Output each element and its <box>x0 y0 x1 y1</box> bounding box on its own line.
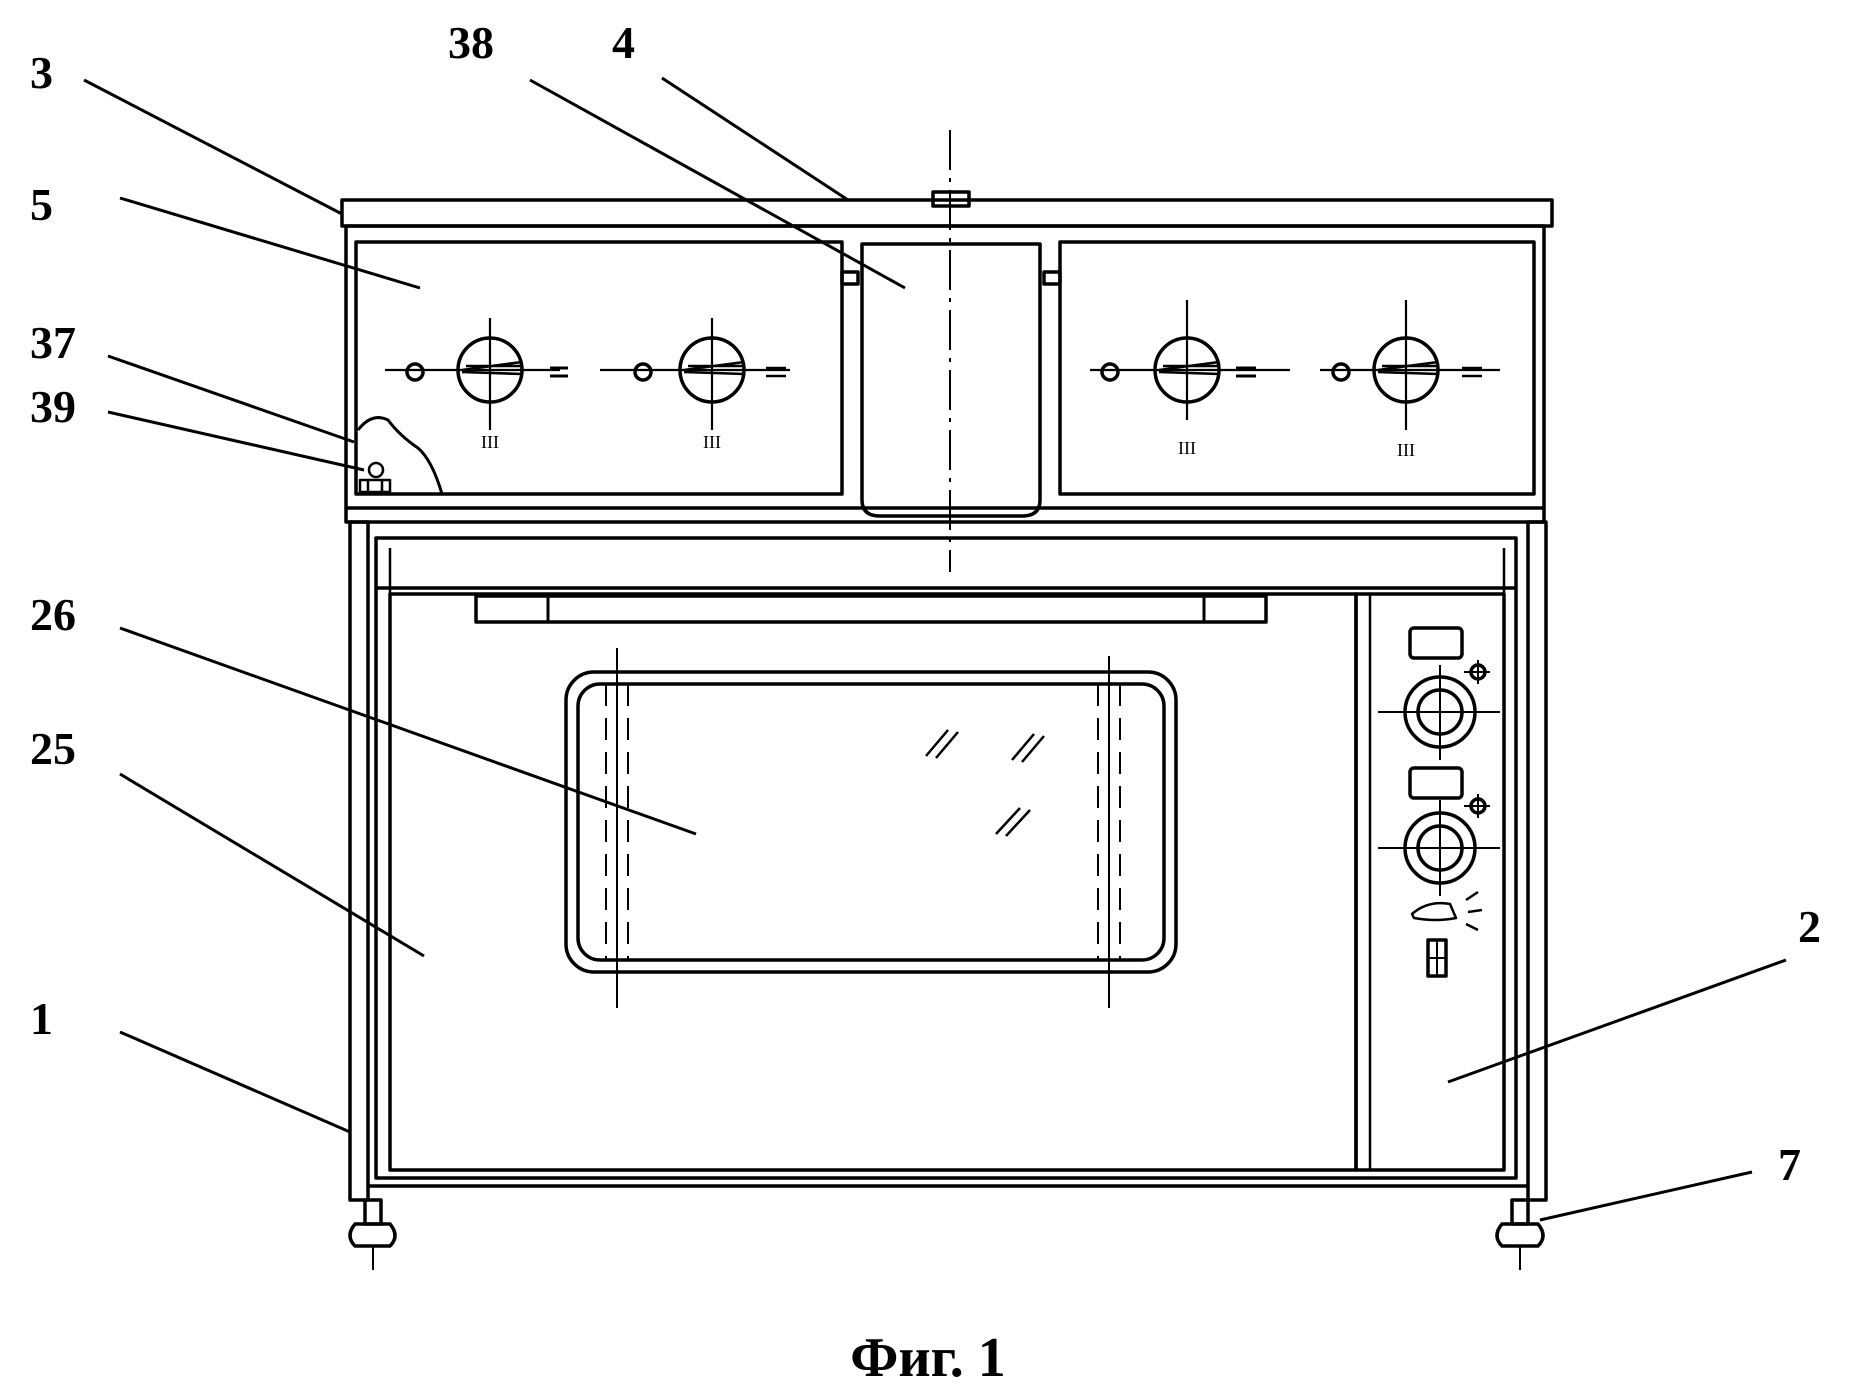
leader-25 <box>120 774 424 956</box>
oven-knob-2 <box>1378 800 1500 896</box>
hob-top-plate <box>342 200 1552 226</box>
label-2: 2 <box>1798 901 1821 952</box>
part-39 <box>360 463 390 492</box>
frame <box>350 522 1546 1270</box>
label-38: 38 <box>448 17 494 68</box>
label-1: 1 <box>30 993 53 1044</box>
left-foot-stem <box>365 1200 381 1224</box>
knob-1-mark: III <box>481 432 499 452</box>
label-25: 25 <box>30 723 76 774</box>
right-foot <box>1497 1224 1543 1246</box>
label-7: 7 <box>1778 1139 1801 1190</box>
oven-door <box>390 594 1356 1170</box>
leader-lines <box>84 78 1786 1220</box>
label-3: 3 <box>30 47 53 98</box>
hob <box>342 192 1552 522</box>
label-26: 26 <box>30 589 76 640</box>
hob-body <box>346 226 1544 522</box>
leader-39 <box>108 412 364 470</box>
leader-38 <box>530 80 905 288</box>
leader-2 <box>1448 960 1786 1082</box>
leader-26 <box>120 628 696 834</box>
left-foot <box>350 1224 395 1246</box>
knob-3-mark: III <box>1178 438 1196 458</box>
label-4: 4 <box>612 17 635 68</box>
igniter-button <box>1412 892 1482 930</box>
figure-caption: Фиг. 1 <box>850 1327 1005 1389</box>
indicator-1 <box>1410 628 1462 658</box>
left-connector <box>842 272 858 284</box>
knob-2-mark: III <box>703 432 721 452</box>
leader-3 <box>84 80 342 214</box>
label-5: 5 <box>30 179 53 230</box>
knob-4-mark: III <box>1397 440 1415 460</box>
oven-handle <box>476 596 1266 622</box>
leader-37 <box>108 356 354 442</box>
burner-knob-4 <box>1320 300 1500 430</box>
appliance-body <box>342 130 1552 1270</box>
oven-window-outer <box>566 672 1176 972</box>
right-connector <box>1044 272 1060 284</box>
leader-7 <box>1540 1172 1752 1220</box>
oven <box>376 538 1516 1178</box>
indicator-2 <box>1410 768 1462 798</box>
oven-body <box>376 538 1516 1178</box>
knob-marks: III III III III <box>481 432 1415 460</box>
leader-1 <box>120 1032 350 1132</box>
left-leg <box>350 522 368 1200</box>
cutaway-edge <box>358 418 442 494</box>
right-leg <box>1528 522 1546 1200</box>
burner-knob-1 <box>385 318 568 430</box>
leader-4 <box>662 78 848 200</box>
glass-reflection <box>926 730 1044 836</box>
label-39: 39 <box>30 381 76 432</box>
right-foot-stem <box>1512 1200 1528 1224</box>
burner-knob-2 <box>600 318 790 430</box>
label-37: 37 <box>30 317 76 368</box>
burner-knob-3 <box>1090 300 1290 420</box>
